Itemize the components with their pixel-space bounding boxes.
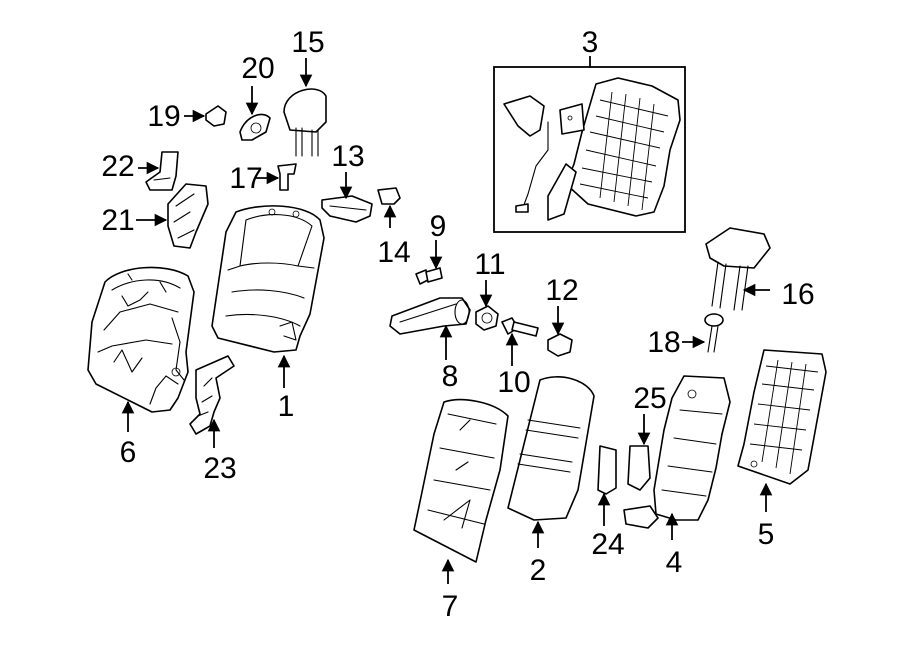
part-21-side-bracket [167,183,209,249]
part-9-bolt [415,267,443,285]
part-10-bolt [501,317,539,337]
callout-10: 10 [497,366,530,399]
callout-11: 11 [474,248,505,281]
callout-8: 8 [442,360,459,393]
callout-4: 4 [666,546,683,579]
callout-3: 3 [582,26,599,59]
part-4-side-frame [623,375,731,529]
callout-5: 5 [758,518,775,551]
part-14-cap [377,187,401,205]
part-19-clip [205,105,227,127]
part-20-guide [239,113,271,141]
callout-labels: 6 1 23 21 22 19 20 15 17 13 14 3 9 11 12… [101,26,814,623]
callout-12: 12 [545,274,578,307]
part-5-seat-frame [737,349,827,485]
part-17-lock [277,163,297,191]
callout-19: 19 [147,100,180,133]
callout-21: 21 [101,204,134,237]
part-15-headrest [283,88,327,157]
callout-24: 24 [591,528,624,561]
callout-16: 16 [781,278,814,311]
part-11-nut [475,305,499,331]
part-8-armrest [389,297,471,335]
callout-14: 14 [377,236,410,269]
leader-arrows [121,56,773,584]
part-16-headrest [705,227,771,311]
part-7-back-panel [413,398,509,563]
callout-17: 17 [229,162,262,195]
part-12-nut [547,333,573,357]
part-6-seatback-frame [87,266,195,413]
part-18-pin [704,313,724,353]
part-2-back-board [507,376,595,521]
callout-9: 9 [430,210,447,243]
part-1-seatback-cover [211,205,325,353]
callout-1: 1 [278,390,295,423]
callout-7: 7 [442,590,459,623]
part-22-hinge-cover [145,151,179,191]
callout-22: 22 [101,150,134,183]
part-23-bracket [189,355,235,435]
part-25-strip [627,445,651,491]
callout-2: 2 [530,554,547,587]
part-13-trim [321,195,373,223]
callout-20: 20 [241,52,274,85]
callout-18: 18 [647,326,680,359]
callout-15: 15 [291,26,324,59]
part-3-frame-assembly [503,77,681,221]
callout-23: 23 [203,452,236,485]
callout-6: 6 [120,436,137,469]
callout-13: 13 [331,140,364,173]
part-24-strip [597,445,617,495]
callout-25: 25 [633,382,666,415]
